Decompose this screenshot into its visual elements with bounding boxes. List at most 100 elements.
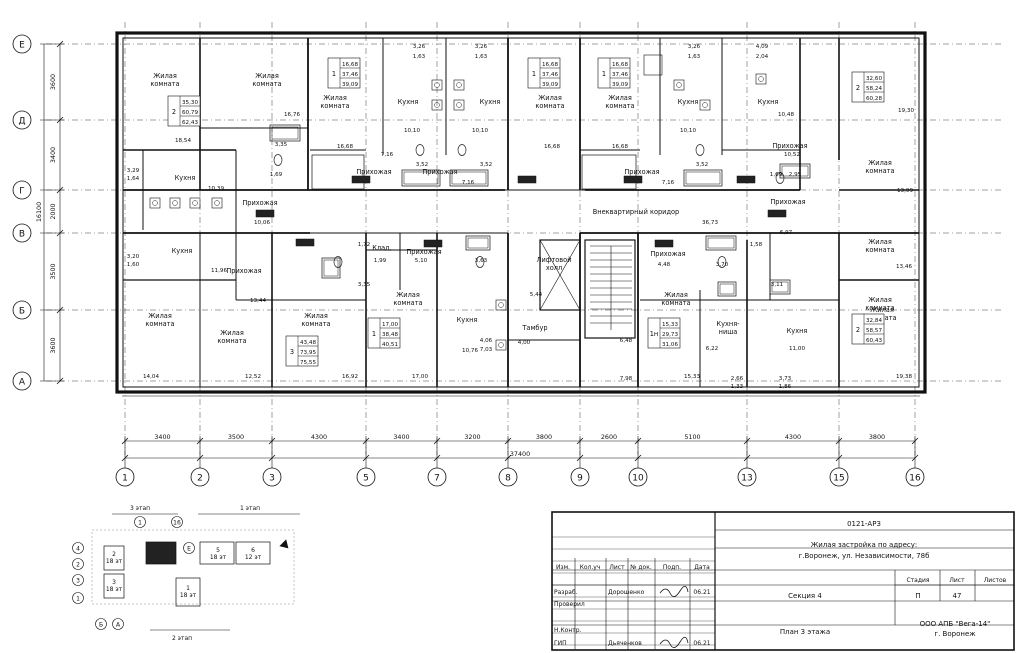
tag: [767, 209, 787, 218]
key-axis-label: 1: [138, 520, 142, 527]
apartment-area: 16,68: [612, 62, 628, 68]
bathtub-icon: [769, 279, 791, 295]
room-area: 16,68: [544, 144, 560, 150]
bathtub-icon: [321, 257, 341, 279]
room-area: 13,44: [250, 298, 266, 304]
line: [504, 454, 512, 462]
axis-bubble: [12, 34, 32, 54]
stove-icon: [169, 197, 181, 209]
apartment-rooms: 1: [372, 330, 376, 338]
apartment-area: 75,55: [300, 360, 316, 366]
bathtub-inner: [271, 126, 299, 140]
key-axis-bubble: [72, 542, 84, 554]
key-axis-label: А: [116, 622, 121, 629]
room-area: 10,10: [404, 128, 420, 134]
small-area: 3,20: [127, 254, 140, 260]
axis-letter: Г: [19, 187, 25, 197]
room-name: Жилая: [220, 329, 244, 337]
bathtub-icon: [269, 124, 301, 142]
tag: [623, 175, 643, 184]
total-dimension: 37400: [510, 450, 530, 458]
room-area: 10,10: [680, 128, 696, 134]
small-area: 3,70: [716, 262, 729, 268]
dimension-value: 3600: [49, 337, 57, 353]
apartment-area: 60,43: [866, 338, 882, 344]
apartment-area: 43,48: [300, 340, 316, 346]
stove-icon: [755, 73, 767, 85]
apartment-box: [647, 317, 681, 349]
stage-label: 3 этап: [130, 505, 150, 512]
small-area: 4,06: [480, 338, 493, 344]
room-name: Кухня: [678, 98, 699, 106]
room-area: 5,10: [415, 258, 428, 264]
toilet-icon: [775, 172, 785, 184]
room-area: 16,68: [337, 144, 353, 150]
dimension-value: 2600: [601, 433, 617, 441]
key-section: [103, 545, 125, 571]
toilet-icon: [695, 144, 705, 156]
room-name: комната: [217, 337, 246, 345]
room-area: 36,73: [702, 220, 718, 226]
key-axis-bubble: [183, 542, 195, 554]
axis-bubble: [12, 110, 32, 130]
small-area: 7,98: [620, 376, 633, 382]
tag: [255, 209, 275, 218]
stamp-header: Изм.: [556, 564, 570, 571]
room-kitchen: Кухня 10,10: [678, 98, 699, 134]
line: [576, 454, 584, 462]
room-name: холл: [546, 264, 562, 272]
small-area: 3,73: [779, 376, 792, 382]
room-name: Жилая: [608, 94, 632, 102]
apartment-area: 16,68: [542, 62, 558, 68]
room-name: Жилая: [868, 159, 892, 167]
room-area: 4,48: [658, 262, 671, 268]
stove-icon: [699, 99, 711, 111]
bathtub-icon: [683, 169, 723, 187]
line: [743, 454, 751, 462]
burner: [456, 82, 462, 88]
burner: [758, 76, 764, 82]
toilet-icon: [475, 256, 485, 268]
tag: [736, 175, 756, 184]
shaft: [643, 54, 663, 76]
key-axis-bubble: [72, 574, 84, 586]
key-section-floors: 12 эт: [245, 554, 262, 561]
dimension-value: 3600: [49, 74, 57, 90]
bay: [311, 154, 365, 190]
total-height: 16100: [35, 202, 43, 222]
room-area: 19,30: [898, 108, 914, 114]
dimension-value: 3400: [154, 433, 170, 441]
bathtub-icon: [779, 163, 811, 179]
bathtub-inner: [707, 237, 735, 249]
bay: [581, 154, 637, 190]
room-name: Кухня: [758, 98, 779, 106]
key-section: [199, 541, 235, 565]
axis-number: 10: [632, 474, 644, 484]
room-area: 7,16: [381, 152, 394, 158]
room-name: комната: [320, 102, 349, 110]
axis-number: 7: [434, 474, 440, 484]
axis-letter: Д: [18, 117, 25, 127]
apartment-area: 37,46: [342, 72, 358, 78]
apartment-area: 60,28: [866, 96, 882, 102]
room-area: 15,33: [684, 374, 700, 380]
line: [634, 454, 642, 462]
apartment-area: 60,79: [182, 110, 198, 116]
room-name: комната: [865, 304, 894, 312]
room-area: 17,00: [412, 374, 428, 380]
small-area: 2,04: [756, 54, 769, 60]
apartment-box: [167, 95, 201, 127]
bathtub-inner: [323, 259, 339, 277]
apartment-area: 58,24: [866, 86, 882, 92]
stamp-name: Дорошенко: [608, 589, 645, 596]
line: [911, 454, 919, 462]
